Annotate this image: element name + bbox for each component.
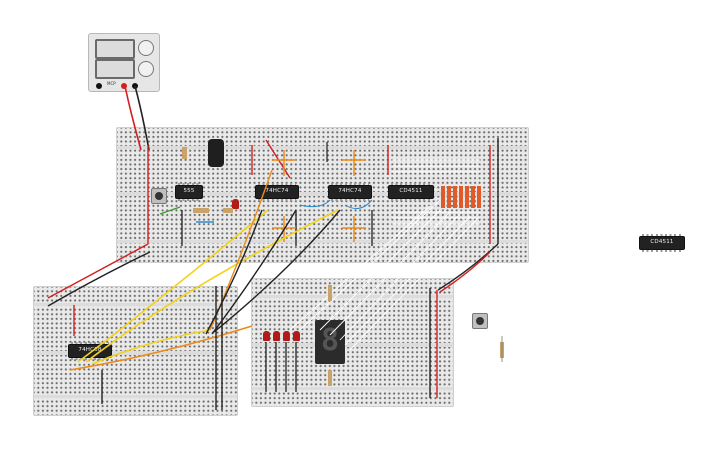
breadboard-rail-divider-bottom bbox=[34, 395, 237, 398]
ic-label: 555 bbox=[183, 188, 195, 194]
left-breadboard[interactable] bbox=[33, 286, 238, 416]
ic-cd4511-main[interactable]: CD4511 bbox=[389, 183, 433, 201]
led-red[interactable] bbox=[263, 331, 270, 341]
electrolytic-capacitor[interactable] bbox=[208, 139, 224, 167]
wire-red[interactable] bbox=[47, 243, 149, 299]
ic-555[interactable]: 555 bbox=[176, 183, 202, 201]
ic-74hc74-b[interactable]: 74HC74 bbox=[329, 183, 371, 201]
resistor[interactable] bbox=[193, 208, 209, 213]
resistor[interactable] bbox=[182, 147, 187, 159]
seven-segment-display[interactable]: 8 bbox=[315, 320, 345, 364]
wire-blue[interactable] bbox=[344, 199, 373, 210]
resistor[interactable] bbox=[328, 285, 332, 301]
wire-black[interactable] bbox=[437, 243, 499, 291]
power-supply-brand: MCP bbox=[107, 81, 116, 86]
seven-segment-digit: 8 bbox=[320, 323, 340, 358]
breadboard-rail-divider-top bbox=[252, 295, 453, 298]
breadboard-rail-divider-bottom bbox=[117, 240, 528, 243]
ic-label: CD4511 bbox=[650, 239, 674, 245]
wire-yellow[interactable] bbox=[77, 209, 269, 363]
ic-label: 74HC74 bbox=[338, 188, 362, 194]
wire-red[interactable] bbox=[439, 251, 491, 293]
resistor-array[interactable] bbox=[441, 186, 481, 208]
current-display bbox=[95, 59, 135, 79]
wire-white-bundle[interactable] bbox=[289, 159, 480, 351]
positive-terminal-icon[interactable] bbox=[121, 83, 127, 89]
wire-black[interactable] bbox=[134, 85, 150, 151]
ic-74hc74-a[interactable]: 74HC74 bbox=[256, 183, 298, 201]
resistor[interactable] bbox=[328, 370, 332, 386]
voltage-display bbox=[95, 39, 135, 59]
voltage-knob-icon[interactable] bbox=[138, 40, 154, 56]
wire-yellow[interactable] bbox=[85, 209, 339, 363]
resistor[interactable] bbox=[223, 208, 233, 213]
power-switch-icon[interactable] bbox=[96, 83, 102, 89]
breadboard-center-channel bbox=[252, 343, 453, 347]
ic-label: 74HC08 bbox=[78, 347, 102, 353]
middle-breadboard[interactable] bbox=[251, 278, 454, 407]
power-supply[interactable]: MCP bbox=[88, 33, 160, 92]
breadboard-rail-divider-top bbox=[117, 146, 528, 149]
push-button-loose[interactable] bbox=[472, 313, 488, 329]
ic-label: CD4511 bbox=[399, 188, 423, 194]
wire-black[interactable] bbox=[213, 209, 341, 333]
wire-blue[interactable] bbox=[299, 199, 331, 208]
wire-red[interactable] bbox=[265, 139, 291, 179]
led-legs bbox=[265, 342, 297, 392]
led-red[interactable] bbox=[293, 331, 300, 341]
ic-cd4511-loose[interactable]: CD4511 bbox=[640, 234, 684, 252]
ic-label: 74HC74 bbox=[265, 188, 289, 194]
wire-orange[interactable] bbox=[69, 325, 253, 371]
breadboard-center-channel bbox=[34, 351, 237, 355]
breadboard-rail-divider-top bbox=[34, 303, 237, 306]
wire-red[interactable] bbox=[124, 85, 142, 151]
wire-yellow[interactable] bbox=[91, 329, 211, 365]
breadboard-center-channel bbox=[117, 192, 528, 196]
led-red[interactable] bbox=[232, 199, 239, 209]
push-button[interactable] bbox=[151, 188, 167, 204]
breadboard-rail-divider-bottom bbox=[252, 387, 453, 390]
current-knob-icon[interactable] bbox=[138, 61, 154, 77]
led-red[interactable] bbox=[283, 331, 290, 341]
wire-green[interactable] bbox=[159, 206, 181, 215]
wire-black[interactable] bbox=[205, 209, 263, 335]
wire-black[interactable] bbox=[211, 209, 297, 335]
wire-black[interactable] bbox=[47, 251, 151, 307]
led-red[interactable] bbox=[273, 331, 280, 341]
